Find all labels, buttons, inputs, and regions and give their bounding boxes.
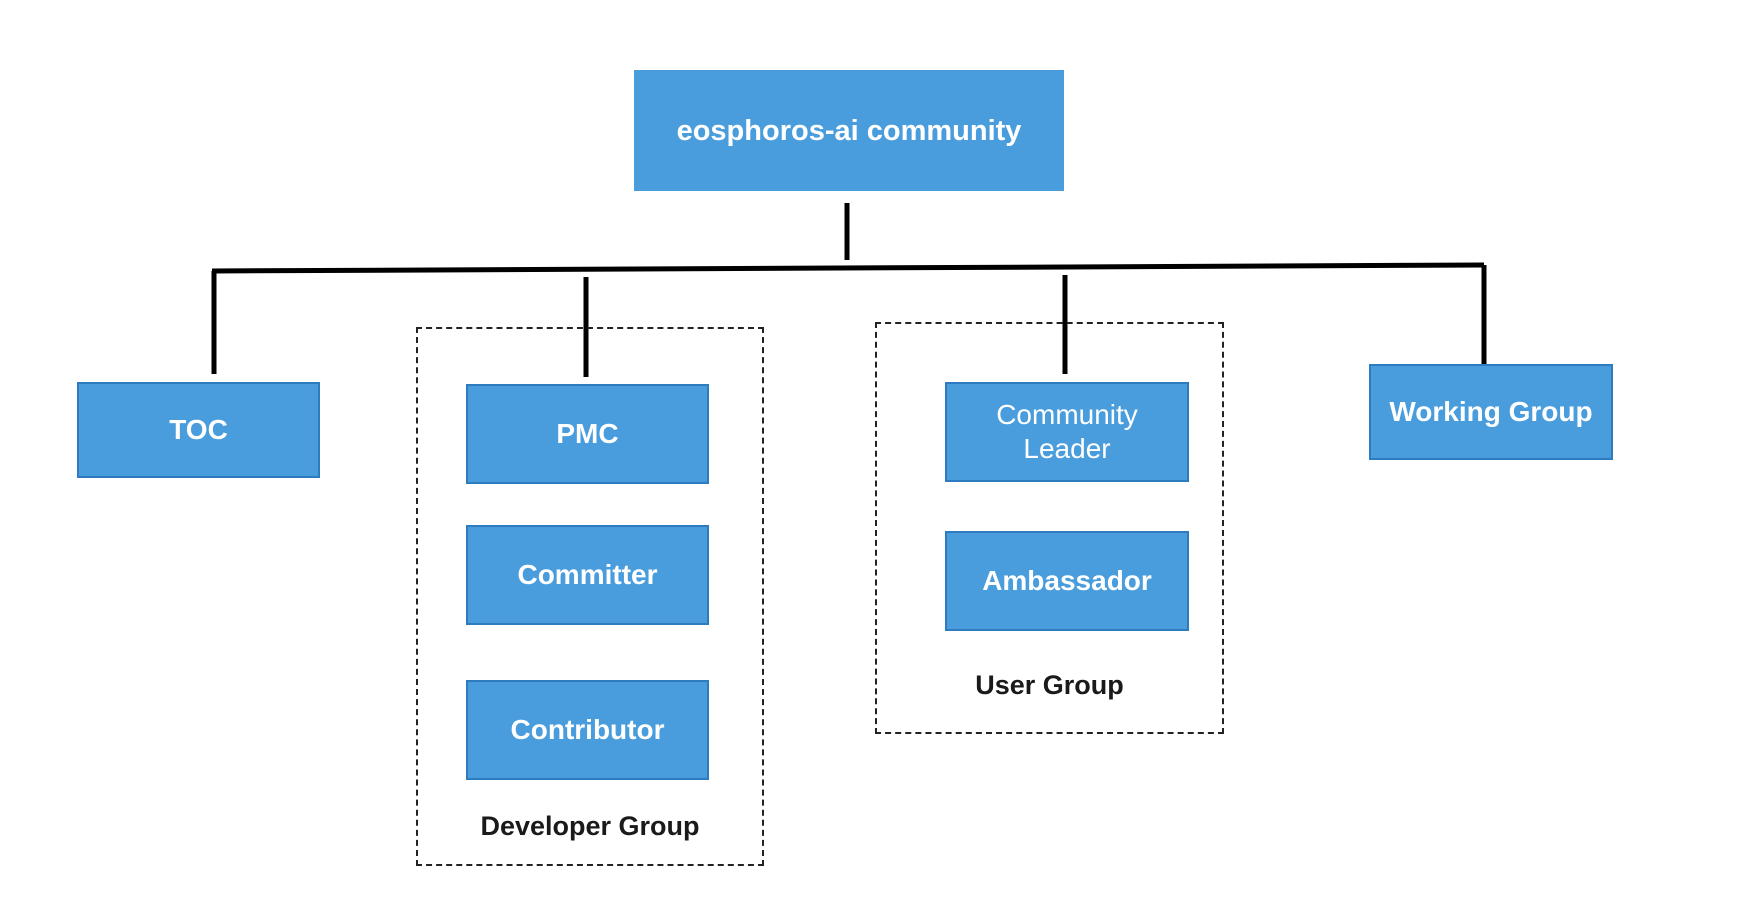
toc-node: TOC xyxy=(77,382,320,478)
root-node-label: eosphoros-ai community xyxy=(676,114,1022,147)
user-group-label: User Group xyxy=(975,670,1124,700)
connector-horizontal-bar xyxy=(211,262,1485,274)
committer-node: Committer xyxy=(466,525,709,625)
root-node: eosphoros-ai community xyxy=(634,70,1064,191)
user-group-box xyxy=(875,322,1224,734)
working-group-node: Working Group xyxy=(1369,364,1613,460)
developer-group-box xyxy=(416,327,764,866)
ambassador-node-label: Ambassador xyxy=(982,565,1152,596)
toc-node-label: TOC xyxy=(169,414,228,445)
community-leader-node-label: Community Leader xyxy=(996,399,1138,464)
committer-node-label: Committer xyxy=(517,559,658,590)
contributor-node: Contributor xyxy=(466,680,709,780)
pmc-node-label: PMC xyxy=(556,418,619,449)
pmc-node: PMC xyxy=(466,384,709,484)
developer-group-label: Developer Group xyxy=(480,811,700,841)
ambassador-node: Ambassador xyxy=(945,531,1189,631)
contributor-node-label: Contributor xyxy=(510,714,665,745)
community-leader-node: Community Leader xyxy=(945,382,1189,482)
working-group-node-label: Working Group xyxy=(1389,396,1593,427)
